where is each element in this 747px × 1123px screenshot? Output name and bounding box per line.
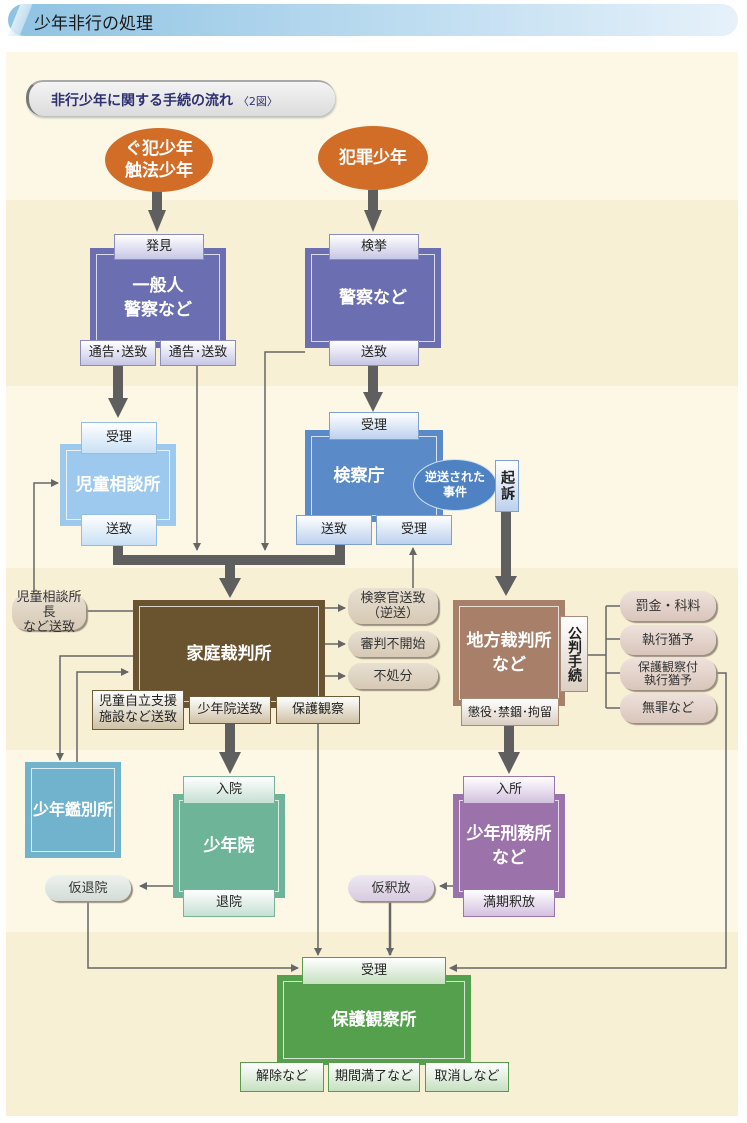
child-guidance-label: 児童相談所 <box>75 475 161 495</box>
figure-title-pill: 非行少年に関する手続の流れ 〈2図〉 <box>26 80 335 116</box>
tab-sentence-completion: 満期釈放 <box>463 889 555 917</box>
node-probation-office: 保護観察所 <box>277 975 471 1065</box>
node-public-police: 一般人警察など <box>90 248 226 348</box>
guidance-director-line2: など送致 <box>22 619 75 635</box>
tab-admission-prison: 入所 <box>463 776 555 804</box>
pill-fine: 罰金・科料 <box>620 591 716 621</box>
line-suspended-probation-to-office <box>449 672 727 972</box>
tab-prosecutor-send: 送致 <box>296 515 372 545</box>
tab-release: 解除など <box>240 1062 324 1092</box>
tab-indictment: 起訴 <box>495 460 519 512</box>
line-classification-to-family <box>76 668 129 762</box>
pill-no-disposition: 不処分 <box>348 663 438 689</box>
tab-imprisonment: 懲役･禁錮･拘留 <box>461 698 559 726</box>
pill-no-hearing: 審判不開始 <box>348 631 438 657</box>
pill-suspended-with-probation: 保護観察付執行猶予 <box>620 658 716 690</box>
tab-training-school-send: 少年院送致 <box>189 696 271 724</box>
tab-discovery: 発見 <box>114 234 204 260</box>
tab-prosecutor-receive: 受理 <box>329 412 419 440</box>
node-juvenile-prison: 少年刑務所など <box>453 794 565 898</box>
reverse-line2: （逆送） <box>366 606 419 621</box>
tab-discharge-school: 退院 <box>183 889 275 917</box>
public-police-line1: 一般人 <box>132 276 184 296</box>
oval-juvenile-offender: 犯罪少年 <box>318 126 428 190</box>
pill-not-guilty: 無罪など <box>620 693 716 723</box>
oval-right-label: 犯罪少年 <box>339 148 407 168</box>
tab-police-send: 送致 <box>329 340 419 366</box>
probation-office-label: 保護観察所 <box>331 1010 417 1030</box>
welfare-line2: 施設など送致 <box>98 710 177 725</box>
welfare-line1: 児童自立支援 <box>98 694 177 709</box>
tab-public-trial: 公判手続 <box>560 616 588 692</box>
prosecutor-label: 検察庁 <box>333 466 385 486</box>
tab-prosecutor-receive-reverse: 受理 <box>376 515 452 545</box>
pill-reverse-to-prosecutor: 検察官送致（逆送） <box>348 588 438 624</box>
suspended-probation-line2: 執行猶予 <box>643 673 692 687</box>
prison-line1: 少年刑務所 <box>466 824 552 844</box>
line-family-to-classification <box>56 655 133 761</box>
reverse-line1: 検察官送致 <box>360 591 426 606</box>
line-provisional-discharge-to-probation <box>87 902 299 972</box>
section-title: 少年非行の処理 <box>34 14 153 34</box>
thin-arrows <box>33 351 727 972</box>
thick-arrows <box>108 190 520 774</box>
tab-probation-receive: 受理 <box>302 957 446 985</box>
reversed-line1: 逆送された <box>424 470 485 484</box>
node-juvenile-classification-home: 少年鑑別所 <box>25 762 121 858</box>
family-court-label: 家庭裁判所 <box>186 644 272 664</box>
pill-provisional-discharge: 仮退院 <box>45 875 131 901</box>
node-child-guidance-center: 児童相談所 <box>60 444 176 526</box>
reversed-case-bubble: 逆送された事件 <box>413 459 497 511</box>
training-school-label: 少年院 <box>203 836 255 856</box>
tab-report-right: 通告･送致 <box>160 340 236 366</box>
tab-probation-order: 保護観察 <box>276 696 360 724</box>
line-police-to-family <box>261 351 305 551</box>
figure-title: 非行少年に関する手続の流れ <box>51 93 233 109</box>
oval-left-line1: ぐ犯少年 <box>125 139 193 159</box>
tab-welfare-facility-send: 児童自立支援施設など送致 <box>92 690 184 730</box>
classification-home-label: 少年鑑別所 <box>32 800 113 819</box>
oval-left-line2: 触法少年 <box>125 161 193 181</box>
node-district-court: 地方裁判所など <box>453 600 565 706</box>
tab-term-expiration: 期間満了など <box>328 1062 420 1092</box>
figure-number: 〈2図〉 <box>237 95 278 108</box>
tab-report-left: 通告･送致 <box>80 340 156 366</box>
guidance-director-line1: 児童相談所長 <box>16 589 82 620</box>
node-police: 警察など <box>305 248 441 348</box>
line-guidance-loop <box>33 479 59 592</box>
suspended-probation-line1: 保護観察付 <box>637 660 698 674</box>
line-district-outcomes <box>588 605 622 709</box>
section-header: 少年非行の処理 <box>7 4 738 36</box>
public-police-line2: 警察など <box>124 300 192 320</box>
tab-revocation: 取消しなど <box>425 1062 509 1092</box>
tab-admission-school: 入院 <box>183 776 275 804</box>
pill-guidance-director-send: 児童相談所長など送致 <box>12 590 86 635</box>
oval-pre-delinquent-juvenile: ぐ犯少年触法少年 <box>105 128 213 192</box>
pill-suspended-sentence: 執行猶予 <box>620 625 716 655</box>
reversed-line2: 事件 <box>442 485 467 499</box>
tab-guidance-send: 送致 <box>81 514 157 546</box>
district-line1: 地方裁判所 <box>466 631 552 651</box>
pill-parole: 仮釈放 <box>348 875 434 901</box>
district-line2: など <box>492 655 526 675</box>
prison-line2: など <box>492 848 526 868</box>
police-label: 警察など <box>339 288 407 308</box>
tab-arrest: 検挙 <box>329 234 419 260</box>
node-juvenile-training-school: 少年院 <box>173 794 285 898</box>
tab-guidance-receive: 受理 <box>81 422 157 454</box>
